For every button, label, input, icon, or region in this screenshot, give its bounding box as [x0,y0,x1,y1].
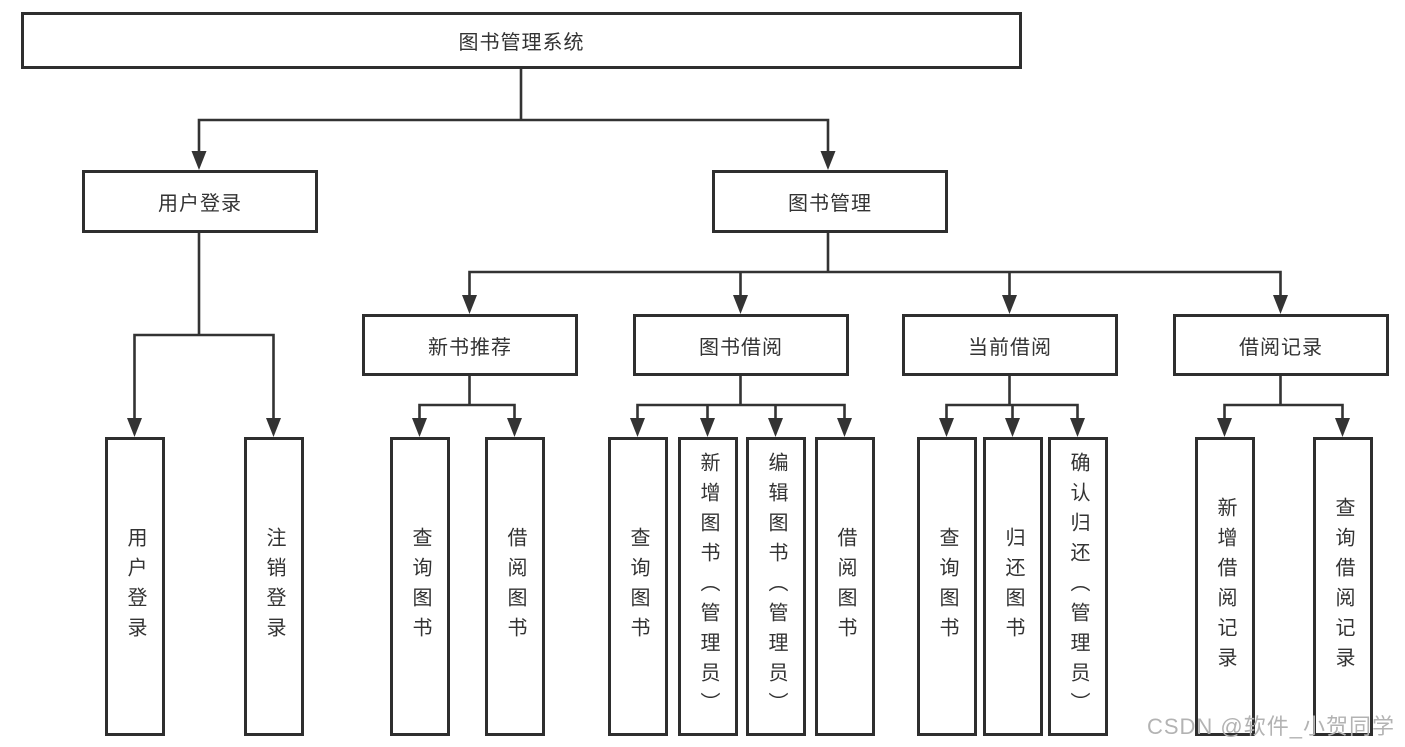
leaf-user-login-label: 用户登录 [124,526,146,647]
node-new-book-recommendation-label: 新书推荐 [428,336,512,359]
leaf-return-books-label: 归还图书 [1002,526,1024,647]
leaf-borrow-books-recommend-label: 借阅图书 [504,526,526,647]
leaf-edit-books-admin: 编辑图书（管理员） [746,437,806,736]
node-borrowing-records-label: 借阅记录 [1239,336,1323,359]
leaf-confirm-return-admin: 确认归还（管理员） [1048,437,1108,736]
node-user-login-module-label: 用户登录 [158,193,242,215]
leaf-confirm-return-admin-label: 确认归还（管理员） [1067,451,1089,722]
leaf-borrow-books: 借阅图书 [815,437,875,736]
node-book-management-module: 图书管理 [712,170,948,233]
leaf-add-books-admin: 新增图书（管理员） [678,437,738,736]
csdn-watermark: CSDN @软件_小贺同学 [1146,714,1395,739]
leaf-query-borrow-record: 查询借阅记录 [1313,437,1373,736]
leaf-edit-books-admin-label: 编辑图书（管理员） [765,451,787,722]
node-new-book-recommendation: 新书推荐 [362,314,578,376]
leaf-query-books-current: 查询图书 [917,437,977,736]
node-book-borrowing-label: 图书借阅 [699,336,783,359]
leaf-query-books-current-label: 查询图书 [936,526,958,647]
node-book-management-module-label: 图书管理 [788,193,872,215]
node-library-system-label: 图书管理系统 [458,32,585,54]
node-current-borrowing: 当前借阅 [902,314,1118,376]
node-user-login-module: 用户登录 [82,170,318,233]
leaf-query-books-recommend: 查询图书 [390,437,450,736]
leaf-add-borrow-record: 新增借阅记录 [1195,437,1255,736]
leaf-logout-label: 注销登录 [263,526,285,647]
leaf-borrow-books-recommend: 借阅图书 [485,437,545,736]
leaf-query-books-recommend-label: 查询图书 [409,526,431,647]
leaf-query-books-borrow: 查询图书 [608,437,668,736]
leaf-borrow-books-label: 借阅图书 [834,526,856,647]
leaf-query-borrow-record-label: 查询借阅记录 [1332,496,1354,677]
leaf-return-books: 归还图书 [983,437,1043,736]
node-borrowing-records: 借阅记录 [1173,314,1389,376]
node-library-system: 图书管理系统 [21,12,1022,69]
node-current-borrowing-label: 当前借阅 [968,336,1052,359]
leaf-logout: 注销登录 [244,437,304,736]
leaf-add-borrow-record-label: 新增借阅记录 [1214,496,1236,677]
leaf-add-books-admin-label: 新增图书（管理员） [697,451,719,722]
leaf-query-books-borrow-label: 查询图书 [627,526,649,647]
leaf-user-login: 用户登录 [105,437,165,736]
node-book-borrowing: 图书借阅 [633,314,849,376]
